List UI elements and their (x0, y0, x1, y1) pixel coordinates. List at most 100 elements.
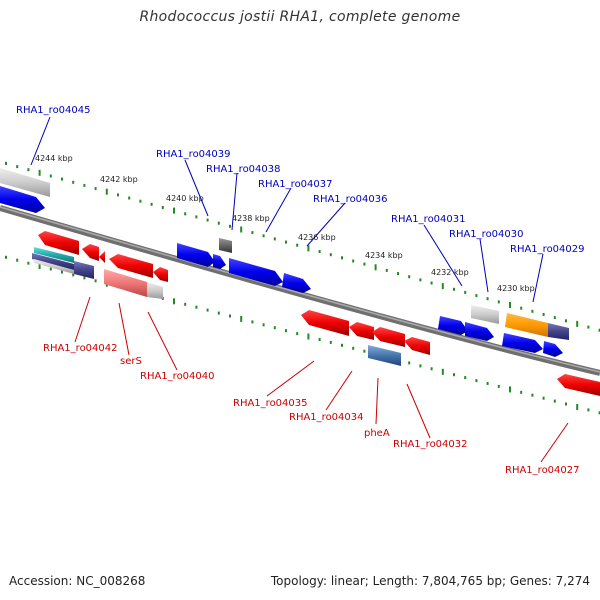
scale-tick-minor (464, 376, 467, 380)
gene-ro04036[interactable] (282, 273, 311, 293)
gene-ro04028b[interactable] (543, 341, 563, 357)
label-RHA1_ro04042[interactable]: RHA1_ro04042 (43, 343, 118, 354)
label-pheA[interactable]: pheA (364, 428, 390, 439)
label-RHA1_ro04039[interactable]: RHA1_ro04039 (156, 149, 231, 160)
label-RHA1_ro04038[interactable]: RHA1_ro04038 (206, 164, 281, 175)
scale-tick-major (240, 315, 243, 322)
scale-tick-minor (598, 411, 600, 415)
scale-label-4232: 4232 kbp (431, 268, 469, 277)
gene-ro04028[interactable] (502, 333, 543, 353)
gene-ro04031[interactable] (438, 316, 468, 335)
gene-reverse-2[interactable] (82, 244, 99, 261)
scale-tick-minor (486, 382, 489, 385)
gene-reverse-3[interactable] (99, 251, 105, 263)
scale-tick-minor (542, 396, 545, 400)
gene-ro04045[interactable] (0, 168, 50, 197)
label-RHA1_ro04036[interactable]: RHA1_ro04036 (313, 194, 388, 205)
gene-ro04033[interactable] (372, 327, 405, 347)
label-connectors (30, 116, 569, 463)
scale-tick-minor (150, 202, 153, 206)
label-RHA1_ro04034[interactable]: RHA1_ro04034 (289, 412, 364, 423)
scale-tick-major (173, 207, 175, 214)
scale-label-4244: 4244 kbp (35, 154, 73, 163)
map-title: Rhodococcus jostii RHA1, complete genome (139, 9, 461, 25)
gene-ro04042-purple[interactable] (32, 253, 74, 270)
gene-ro04041[interactable] (74, 261, 94, 279)
label-RHA1_ro04045[interactable]: RHA1_ro04045 (16, 105, 91, 116)
scale-tick-minor (341, 256, 343, 260)
scale-tick-minor (296, 332, 299, 336)
gene-ro04034[interactable] (349, 322, 374, 340)
gene-ro04042-cyan[interactable] (34, 247, 74, 263)
gene-ro04035[interactable] (301, 310, 349, 336)
scale-tick-major (307, 333, 310, 340)
scale-tick-minor (464, 290, 467, 294)
scale-tick-minor (430, 367, 433, 371)
scale-tick-minor (475, 379, 478, 383)
scale-tick-minor (251, 320, 254, 324)
genome-backbone (0, 205, 600, 376)
gene-ro04029-orange[interactable] (505, 313, 548, 337)
gene-ro04037[interactable] (229, 258, 283, 286)
gene-ro04039b[interactable] (213, 254, 226, 269)
genome-backbone-highlight (0, 206, 600, 373)
scale-tick-minor (49, 174, 52, 178)
scale-tick-minor (475, 294, 478, 298)
gene-forward-left[interactable] (0, 186, 45, 213)
gene-pheA[interactable] (368, 345, 401, 366)
gene-ro04029-purple[interactable] (548, 323, 569, 340)
scale-tick-minor (587, 325, 590, 329)
gene-reverse-4[interactable] (109, 254, 153, 278)
gene-ro04032[interactable] (404, 337, 430, 355)
gene-ro04039[interactable] (177, 243, 215, 267)
gene-ro04031b[interactable] (465, 322, 494, 341)
scale-tick-minor (419, 364, 422, 368)
scale-tick-minor (408, 361, 411, 365)
gene-ro04030[interactable] (471, 305, 499, 324)
label-RHA1_ro04031[interactable]: RHA1_ro04031 (391, 214, 466, 225)
scale-tick-minor (520, 306, 523, 310)
label-RHA1_ro04035[interactable]: RHA1_ro04035 (233, 398, 308, 409)
scale-tick-minor (419, 278, 422, 282)
label-RHA1_ro04030[interactable]: RHA1_ro04030 (449, 229, 524, 240)
scale-label-4238: 4238 kbp (232, 214, 270, 223)
scale-tick-minor (273, 237, 276, 241)
scale-tick-major (173, 298, 175, 305)
scale-tick-minor (453, 373, 455, 377)
scale-tick-minor (72, 180, 75, 184)
label-serS[interactable]: serS (120, 356, 142, 367)
scale-tick-major (38, 169, 41, 176)
scale-tick-minor (318, 338, 321, 341)
scale-tick-minor (385, 268, 388, 272)
scale-label-4234: 4234 kbp (365, 251, 403, 260)
scale-tick-major (240, 226, 243, 233)
scale-tick-minor (184, 212, 187, 216)
label-RHA1_ro04027[interactable]: RHA1_ro04027 (505, 465, 580, 476)
scale-tick-minor (397, 272, 399, 276)
scale-tick-minor (184, 302, 187, 306)
gene-ro04040-grey[interactable] (147, 282, 163, 299)
gene-reverse-5[interactable] (153, 267, 168, 282)
gene-ro04027[interactable] (557, 374, 600, 396)
label-RHA1_ro04037[interactable]: RHA1_ro04037 (258, 179, 333, 190)
scale-tick-minor (352, 259, 355, 263)
scale-tick-minor (16, 165, 19, 169)
label-RHA1_ro04032[interactable]: RHA1_ro04032 (393, 439, 468, 450)
scale-tick-minor (49, 267, 52, 271)
scale-tick-minor (329, 340, 332, 344)
scale-tick-minor (329, 253, 332, 257)
label-RHA1_ro04040[interactable]: RHA1_ro04040 (140, 371, 215, 382)
gene-reverse-1[interactable] (38, 231, 79, 255)
gene-ro04042-stripe[interactable] (34, 259, 74, 274)
gene-ro04038[interactable] (219, 238, 232, 253)
scale-tick-minor (497, 300, 500, 304)
scale-tick-minor (486, 297, 489, 301)
scale-tick-major (38, 263, 41, 270)
scale-tick-minor (117, 193, 119, 197)
label-RHA1_ro04029[interactable]: RHA1_ro04029 (510, 244, 585, 255)
gene-serS[interactable] (104, 269, 147, 297)
scale-tick-minor (598, 328, 600, 332)
scale-tick-minor (206, 308, 209, 312)
scale-tick-minor (16, 258, 19, 262)
